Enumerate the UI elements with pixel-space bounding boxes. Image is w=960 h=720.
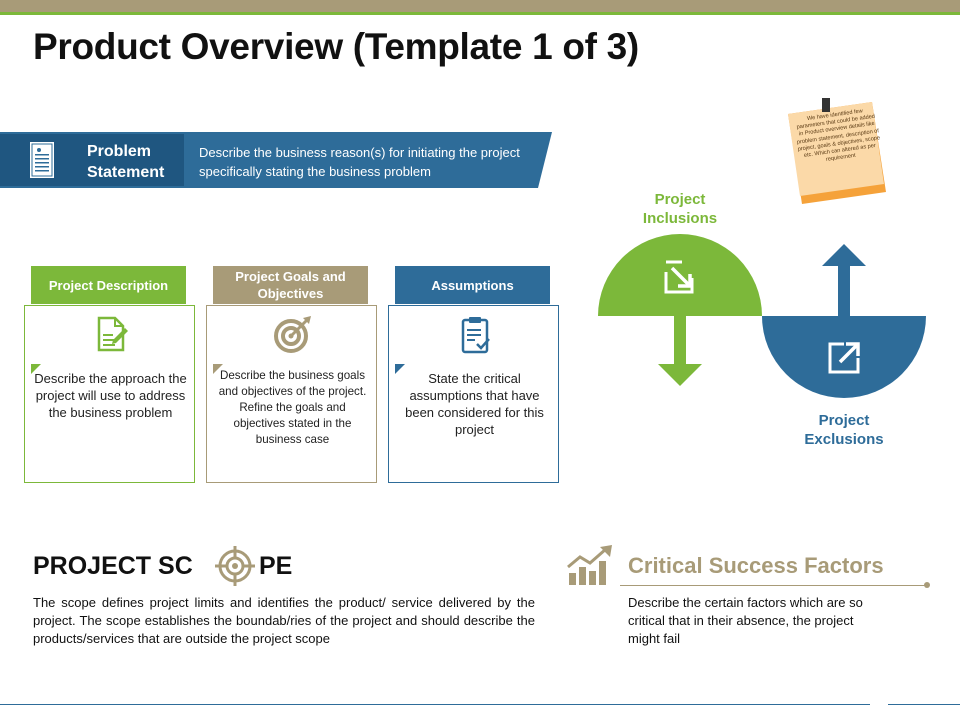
arrow-in-icon — [664, 260, 694, 294]
problem-statement-title: Problem Statement — [87, 143, 165, 181]
growth-chart-icon — [567, 545, 612, 585]
card-corner-marker — [395, 364, 405, 374]
footer-line — [0, 704, 870, 705]
page-title: Product Overview (Template 1 of 3) — [33, 26, 639, 67]
project-goals-card: Describe the business goals and objectiv… — [206, 305, 377, 483]
crosshair-target-icon — [215, 546, 255, 586]
project-description-card: Describe the approach the project will u… — [24, 305, 195, 483]
problem-statement-text: Describe the business reason(s) for init… — [199, 145, 520, 179]
csf-underline — [620, 585, 926, 586]
document-edit-icon — [97, 316, 128, 352]
project-goals-heading: Project Goals and Objectives — [213, 266, 368, 304]
top-accent-bar — [0, 0, 960, 12]
critical-success-factors-text: Describe the certain factors which are s… — [628, 595, 863, 646]
document-icon — [30, 142, 54, 178]
card-corner-marker — [213, 364, 223, 374]
top-accent-line — [0, 12, 960, 15]
arrow-out-icon — [828, 342, 860, 374]
critical-success-factors-title: Critical Success Factors — [628, 553, 884, 578]
project-scope-text: The scope defines project limits and ide… — [33, 595, 535, 646]
project-inclusions-label: Project Inclusions — [642, 191, 718, 227]
assumptions-heading: Assumptions — [395, 266, 550, 304]
project-description-text: Describe the approach the project will u… — [34, 371, 187, 420]
project-scope-title-end: PE — [259, 552, 293, 580]
project-description-heading: Project Description — [31, 266, 186, 304]
footer-line-right — [888, 704, 960, 705]
target-icon — [274, 316, 311, 353]
inclusions-exclusions-diagram — [598, 234, 926, 398]
assumptions-card: State the critical assumptions that have… — [388, 305, 559, 483]
assumptions-text: State the critical assumptions that have… — [405, 371, 544, 437]
clipboard-check-icon — [461, 317, 490, 354]
card-corner-marker — [31, 364, 41, 374]
project-scope-title: PROJECT SC — [33, 552, 193, 580]
project-exclusions-label: Project Exclusions — [804, 412, 884, 448]
project-goals-text: Describe the business goals and objectiv… — [218, 369, 367, 446]
sticky-note — [788, 98, 886, 204]
csf-underline-dot — [924, 582, 930, 588]
